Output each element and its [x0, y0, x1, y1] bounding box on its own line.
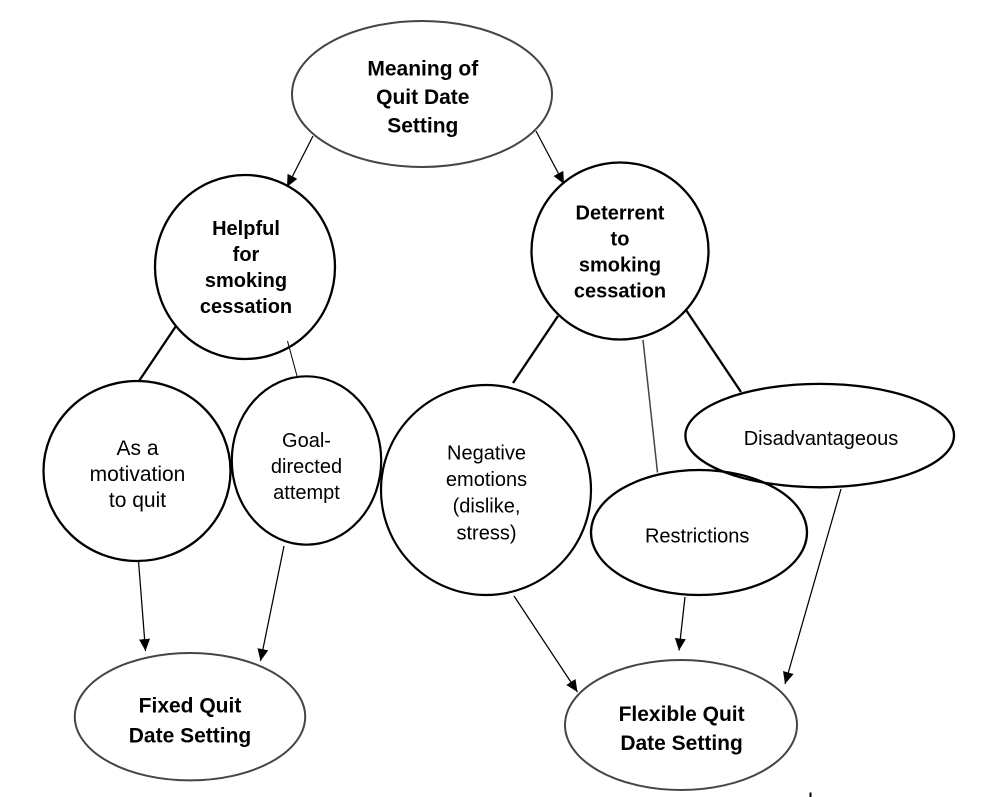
svg-text:Disadvantageous: Disadvantageous: [744, 428, 899, 450]
svg-text:Restrictions: Restrictions: [645, 525, 749, 547]
